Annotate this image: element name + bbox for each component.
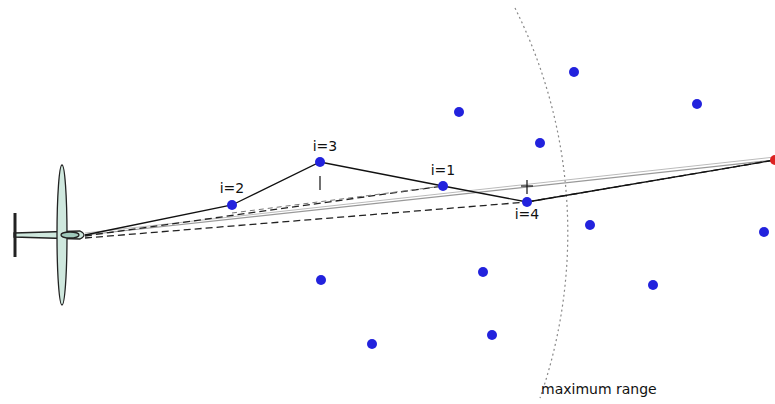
point-index-label: i=4 [514,207,541,222]
dashed-line [85,202,527,238]
distance-tick [319,176,320,190]
point-index-label: i=1 [430,163,457,178]
dashed-line [85,186,443,236]
direct-line [85,160,775,235]
goal-point [770,155,775,165]
flight-path [85,160,775,235]
distance-tick [521,185,533,186]
range-label: maximum range [540,382,658,397]
glider-icon [14,165,84,305]
range-arc [515,8,568,398]
point-index-label: i=3 [312,139,339,154]
thermal-points [227,67,769,349]
distance-tick [526,180,527,194]
point-index-label: i=2 [219,181,246,196]
